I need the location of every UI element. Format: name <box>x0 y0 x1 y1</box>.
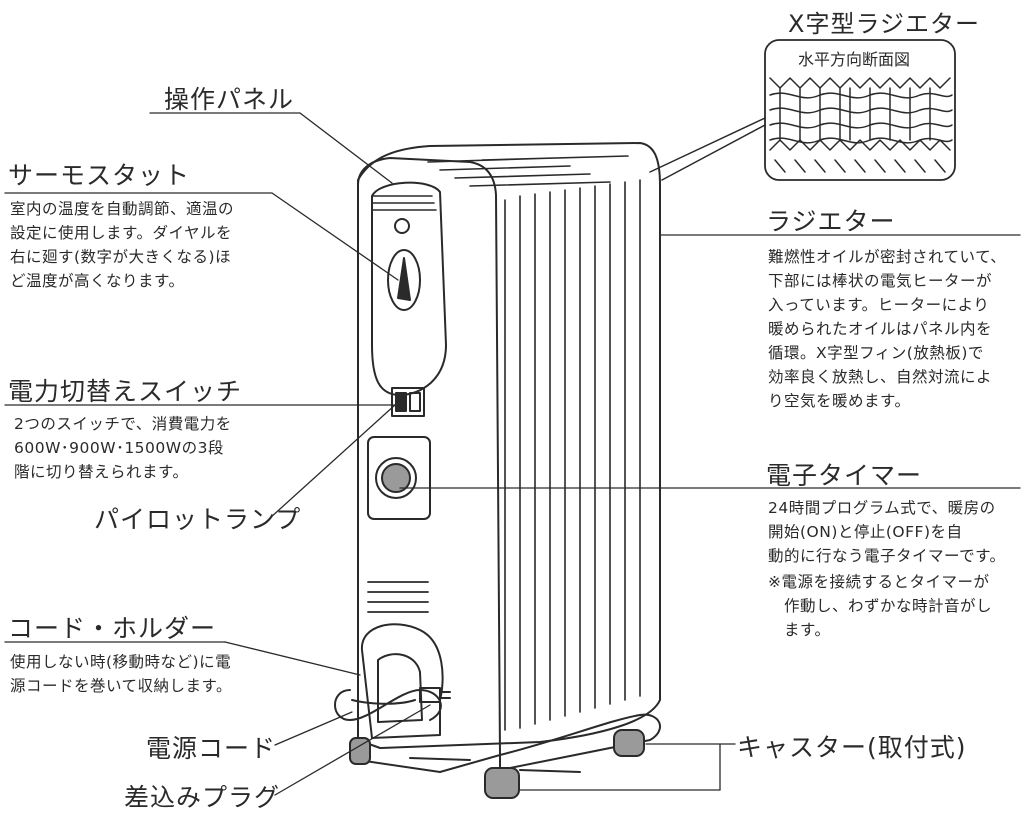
radiator-label: ラジエター <box>766 207 896 236</box>
leader-lines <box>4 112 1021 796</box>
heater-body <box>334 142 662 799</box>
thermostat-description: 室内の温度を自動調節、適温の 設定に使用します。ダイヤルを 右に廻す(数字が大き… <box>10 200 235 290</box>
control-panel-label: 操作パネル <box>164 85 295 114</box>
timer-description: 24時間プログラム式で、暖房の 開始(ON)と停止(OFF)を自 動的に行なう電… <box>768 499 1006 565</box>
caster-label: キャスター(取付式) <box>737 733 967 762</box>
pilot-lamp-label: パイロットランプ <box>94 505 302 534</box>
cord-holder-label: コード・ホルダー <box>8 614 217 643</box>
power-cord-label: 電源コード <box>146 734 277 763</box>
x-radiator-title: X字型ラジエター <box>788 10 980 38</box>
radiator-description: 難燃性オイルが密封されていて、 下部には棒状の電気ヒーターが 入っています。ヒー… <box>768 248 1007 410</box>
cross-section-diagram <box>649 39 956 181</box>
power-switch-label: 電力切替えスイッチ <box>8 377 243 406</box>
timer-note: ※電源を接続するとタイマーが 作動し、わずかな時計音がし ます。 <box>768 573 993 639</box>
power-switch-description: 2つのスイッチで、消費電力を 600W･900W･1500Wの3段 階に切り替え… <box>14 415 232 481</box>
cross-section-caption: 水平方向断面図 <box>796 46 913 70</box>
plug-label: 差込みプラグ <box>124 783 281 812</box>
thermostat-label: サーモスタット <box>8 161 191 190</box>
cord-holder-description: 使用しない時(移動時など)に電 源コードを巻いて収納します。 <box>10 653 232 695</box>
timer-label: 電子タイマー <box>766 461 923 490</box>
